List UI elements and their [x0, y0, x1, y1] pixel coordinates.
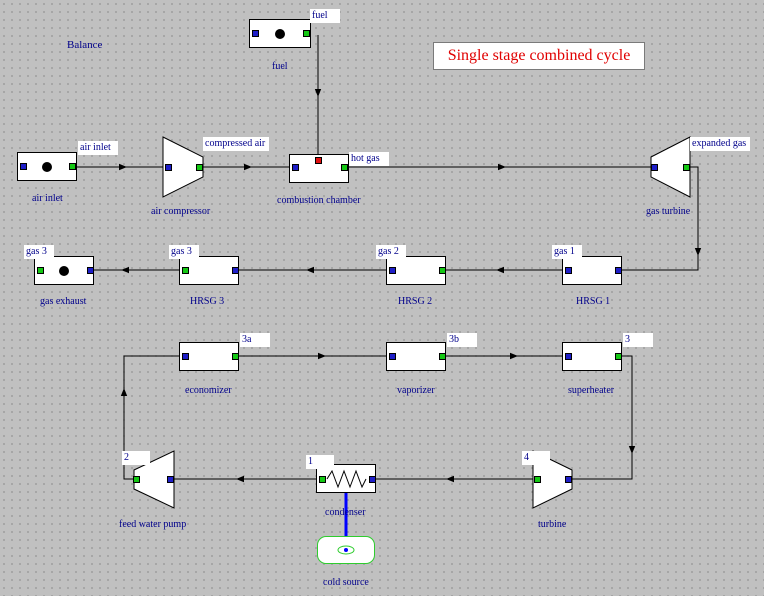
point-gas-1: gas 1: [552, 245, 582, 259]
combustion-chamber-port-out[interactable]: [341, 164, 348, 171]
cold-source-icon: [337, 545, 355, 555]
hrsg-3-port-in[interactable]: [182, 267, 189, 274]
feed-water-pump-port-out[interactable]: [167, 476, 174, 483]
gas-exhaust-port-in[interactable]: [37, 267, 44, 274]
superheater-label: superheater: [568, 385, 615, 396]
feed-water-pump-label: feed water pump: [119, 519, 187, 530]
diagram-title: Single stage combined cycle: [433, 42, 645, 70]
turbine-port-in[interactable]: [534, 476, 541, 483]
combustion-chamber-port-in[interactable]: [292, 164, 299, 171]
turbine-port-out[interactable]: [565, 476, 572, 483]
line-expanded-gas: [618, 166, 699, 271]
point-3b: 3b: [447, 333, 477, 347]
combustion-chamber-fuel-port[interactable]: [315, 157, 322, 164]
gas-turbine-label: gas turbine: [646, 206, 691, 217]
fuel-label: fuel: [272, 61, 288, 72]
condenser-label: condenser: [325, 507, 366, 518]
air-inlet-source[interactable]: [17, 152, 77, 181]
economizer-label: economizer: [185, 385, 232, 396]
hrsg-1-port-out[interactable]: [615, 267, 622, 274]
cold-source[interactable]: [317, 536, 375, 564]
economizer-port-in[interactable]: [182, 353, 189, 360]
line-2: [123, 355, 180, 480]
point-gas-2: gas 2: [376, 245, 406, 259]
gas-turbine-port-in[interactable]: [651, 164, 658, 171]
hrsg-2-port-in[interactable]: [389, 267, 396, 274]
point-3a: 3a: [240, 333, 270, 347]
point-1: 1: [306, 455, 334, 469]
fuel-port-out[interactable]: [303, 30, 310, 37]
vaporizer[interactable]: [386, 342, 446, 371]
point-2: 2: [122, 451, 150, 465]
gas-turbine-port-out[interactable]: [683, 164, 690, 171]
line-3: [572, 355, 633, 480]
condenser-zigzag: [326, 469, 367, 489]
combustion-chamber[interactable]: [289, 154, 349, 183]
air-inlet-label: air inlet: [32, 193, 63, 204]
hrsg-3-port-out[interactable]: [232, 267, 239, 274]
balance-label: Balance: [67, 39, 103, 51]
air-compressor-label: air compressor: [151, 206, 211, 217]
source-dot-icon: [42, 162, 52, 172]
fuel-port-in[interactable]: [252, 30, 259, 37]
air-inlet-port-out[interactable]: [69, 163, 76, 170]
point-hot-gas: hot gas: [349, 152, 389, 166]
gas-exhaust-sink[interactable]: [34, 256, 94, 285]
air-inlet-port-in[interactable]: [20, 163, 27, 170]
hrsg-2-label: HRSG 2: [398, 296, 433, 307]
superheater[interactable]: [562, 342, 622, 371]
fuel-source[interactable]: [249, 19, 311, 48]
condenser-port-in[interactable]: [319, 476, 326, 483]
gas-exhaust-port-out[interactable]: [87, 267, 94, 274]
condenser-port-out[interactable]: [369, 476, 376, 483]
air-compressor-port-in[interactable]: [165, 164, 172, 171]
economizer[interactable]: [179, 342, 239, 371]
superheater-port-out[interactable]: [615, 353, 622, 360]
point-3: 3: [623, 333, 653, 347]
hrsg-2-port-out[interactable]: [439, 267, 446, 274]
point-fuel: fuel: [310, 9, 340, 23]
hrsg-1[interactable]: [562, 256, 622, 285]
source-dot-icon: [275, 29, 285, 39]
vaporizer-label: vaporizer: [397, 385, 435, 396]
point-gas-3-exhaust: gas 3: [24, 245, 54, 259]
point-air-inlet: air inlet: [78, 141, 118, 155]
cold-source-label: cold source: [323, 577, 369, 588]
air-compressor-port-out[interactable]: [196, 164, 203, 171]
feed-water-pump-port-in[interactable]: [133, 476, 140, 483]
hrsg-3-label: HRSG 3: [190, 296, 225, 307]
hrsg-3[interactable]: [179, 256, 239, 285]
combustion-chamber-label: combustion chamber: [277, 195, 361, 206]
economizer-port-out[interactable]: [232, 353, 239, 360]
hrsg-1-label: HRSG 1: [576, 296, 611, 307]
point-4: 4: [522, 451, 550, 465]
gas-exhaust-label: gas exhaust: [40, 296, 87, 307]
air-compressor-shape[interactable]: [162, 136, 204, 198]
point-gas-3-hrsg: gas 3: [169, 245, 199, 259]
turbine-shape[interactable]: [532, 450, 573, 509]
hrsg-2[interactable]: [386, 256, 446, 285]
vaporizer-port-in[interactable]: [389, 353, 396, 360]
point-expanded-gas: expanded gas: [690, 137, 750, 151]
superheater-port-in[interactable]: [565, 353, 572, 360]
point-compressed-air: compressed air: [203, 137, 269, 151]
sink-dot-icon: [59, 266, 69, 276]
hrsg-1-port-in[interactable]: [565, 267, 572, 274]
vaporizer-port-out[interactable]: [439, 353, 446, 360]
turbine-label: turbine: [538, 519, 567, 530]
